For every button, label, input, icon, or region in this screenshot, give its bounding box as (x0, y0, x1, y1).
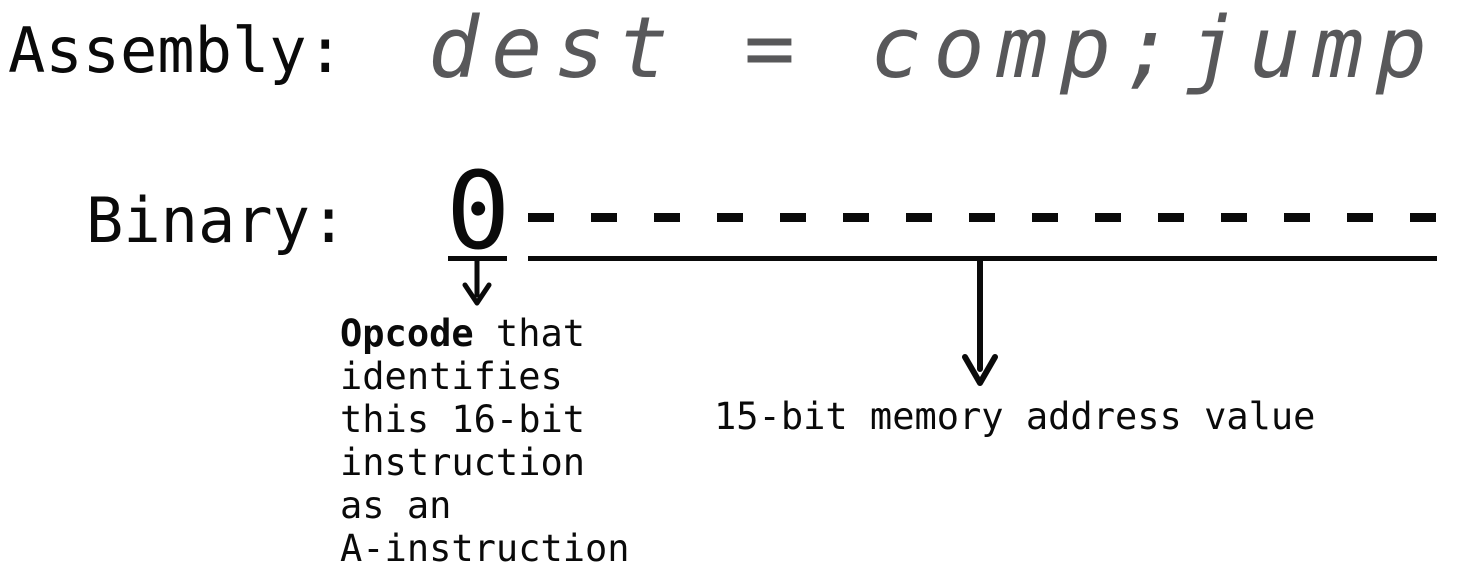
address-note: 15-bit memory address value (714, 395, 1316, 438)
binary-label: Binary: (86, 184, 348, 257)
opcode-note: Opcode that identifies this 16-bit instr… (340, 312, 670, 570)
assembly-label: Assembly: (8, 14, 344, 87)
opcode-bit: 0 (446, 150, 511, 274)
address-bit-dashes (528, 213, 1437, 222)
address-arrow-icon (962, 259, 998, 386)
opcode-note-text: that identifies this 16-bit instruction … (340, 312, 630, 570)
assembly-instruction: dest = comp;jump (428, 0, 1439, 98)
opcode-arrow-icon (462, 259, 492, 306)
opcode-note-bold: Opcode (340, 312, 474, 355)
